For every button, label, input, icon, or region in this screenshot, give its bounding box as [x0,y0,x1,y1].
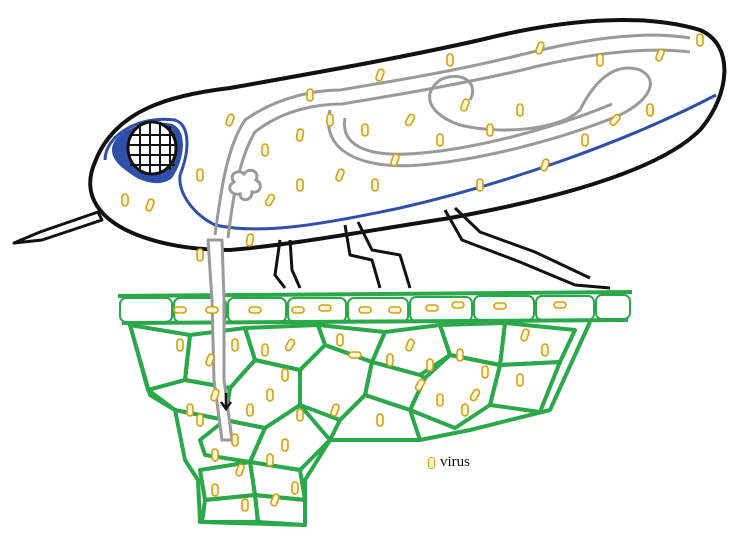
virus-particle [319,305,331,311]
virus-particle [437,394,443,406]
food-canal [208,240,232,440]
virus-particle [697,34,703,46]
virus-particle [452,302,464,308]
virus-particle [437,134,443,146]
virus-particle [267,389,273,401]
virus-particle [387,354,393,366]
virus-particle [284,338,295,351]
epidermis-cells [120,295,630,322]
virus-particle [212,484,218,496]
virus-particle [414,378,425,391]
virus-particle [292,482,298,494]
legend-virus-label: virus [440,454,470,471]
virus-particle [262,144,268,156]
virus-particle [297,179,303,191]
virus-particle [520,328,530,341]
virus-particle [297,409,303,421]
virus-particle [469,388,480,401]
virus-particle [327,114,333,126]
virus-particle [405,338,415,351]
virus-particle [477,179,483,191]
virus-particle [296,129,304,142]
virus-particle [647,104,653,116]
virus-particle [487,124,493,136]
stylet [14,212,102,243]
virus-particle [447,54,453,66]
virus-particle [597,54,603,66]
virus-particle [247,404,253,416]
virus-particle [122,194,128,206]
virus-particle [267,454,273,466]
virus-particle [582,134,588,146]
virus-particle [197,169,203,181]
plant-tissue [118,292,632,525]
virus-particle [177,339,183,351]
virus-particle [517,374,523,386]
virus-particle [242,499,248,511]
virus-particle [349,352,361,358]
virus-particle [197,249,203,261]
virus-particle [232,434,238,446]
virus-particle [307,89,313,101]
virus-particle [542,344,548,356]
virus-particle [292,307,304,313]
virus-particle [330,403,340,416]
virus-particle [249,307,261,313]
virus-particle [389,307,401,313]
virus-particle [187,404,193,416]
virus-particle [282,369,288,381]
virus-particle [262,344,268,356]
virus-particle [377,414,383,426]
virus-particle [232,339,238,351]
virus-particle [282,439,288,451]
virus-particle [197,414,203,426]
virus-particle [457,349,463,361]
virus-particle [426,305,438,311]
virus-particle [517,104,523,116]
virus-particle [337,334,343,346]
virus-particle [462,404,468,416]
virus-particle-icon [428,457,435,469]
virus-particle [482,366,488,378]
virus-particle [372,179,378,191]
virus-particle [362,124,368,136]
legend: virus [428,454,470,471]
virus-particle [212,449,218,461]
compound-eye [128,122,177,174]
virus-particle [359,307,371,313]
virus-particle [206,307,218,313]
virus-particle [554,302,566,308]
virus-particle [494,303,506,309]
virus-particle [427,359,433,371]
virus-particle [174,307,186,313]
virus-particle [246,234,254,247]
